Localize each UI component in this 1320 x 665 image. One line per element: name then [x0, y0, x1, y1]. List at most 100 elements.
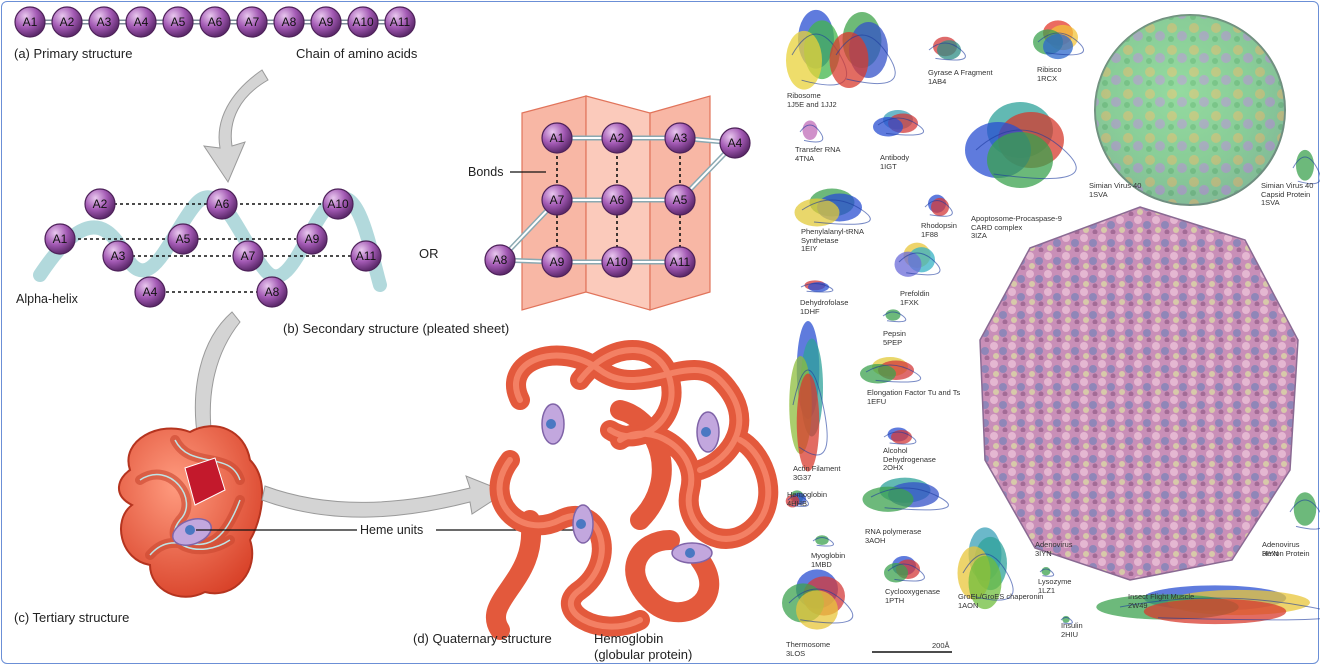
amino-acid-node: A11 — [350, 240, 382, 272]
protein-ribbon-structure — [1033, 20, 1084, 60]
amino-acid-node: A6 — [199, 6, 231, 38]
protein-name-label: Rhodopsin — [921, 221, 957, 230]
amino-acid-node: A8 — [273, 6, 305, 38]
protein-code-label: 1FXK — [900, 298, 919, 307]
amino-acid-node: A1 — [14, 6, 46, 38]
tertiary-structure-label: (c) Tertiary structure — [14, 610, 129, 625]
amino-acid-node: A3 — [88, 6, 120, 38]
protein-code-label: 1DHF — [800, 307, 820, 316]
amino-acid-label: A4 — [143, 285, 158, 299]
protein-code-label: 1MBD — [811, 560, 832, 569]
protein-name-label: Gyrase A Fragment — [928, 68, 994, 77]
protein-code-label: 1SVA — [1089, 190, 1108, 199]
amino-acid-node: A7 — [236, 6, 268, 38]
amino-acid-label: A6 — [610, 193, 625, 207]
amino-acid-label: A2 — [60, 15, 75, 29]
protein-name-label: Prefoldin — [900, 289, 930, 298]
protein-ribbon-structure — [782, 569, 854, 630]
amino-acid-label: A2 — [610, 131, 625, 145]
amino-acid-label: A10 — [606, 255, 628, 269]
protein-ribbon-structure — [800, 280, 834, 293]
protein-code-label: 1RCX — [1037, 74, 1057, 83]
amino-acid-label: A3 — [97, 15, 112, 29]
arrow-primary-to-helix — [202, 69, 269, 184]
protein-ribbon-structure — [862, 477, 949, 512]
protein-name-label: Apoptosome-Procaspase-9 — [971, 214, 1062, 223]
protein-ribbon-structure — [1060, 615, 1073, 625]
amino-acid-node: A4 — [134, 276, 166, 308]
protein-name-label: Elongation Factor Tu and Ts — [867, 388, 961, 397]
amino-acid-label: A6 — [208, 15, 223, 29]
amino-acid-node: A11 — [664, 246, 696, 278]
protein-code-label: 3IYN — [1262, 549, 1279, 558]
amino-acid-label: A4 — [728, 136, 743, 150]
protein-ribbon-structure — [1289, 492, 1320, 530]
protein-ribbon-structure — [1039, 567, 1055, 577]
protein-code-label: CARD complex — [971, 223, 1023, 232]
tertiary-structure-blob — [118, 425, 264, 598]
hemoglobin-quaternary — [485, 340, 779, 640]
primary-structure-label: (a) Primary structure — [14, 46, 132, 61]
protein-name-label: Actin Filament — [793, 464, 841, 473]
amino-acid-node: A9 — [296, 223, 328, 255]
protein-gallery: 200Å — [782, 9, 1320, 653]
protein-code-label: 1SVA — [1261, 198, 1280, 207]
amino-acid-node: A7 — [232, 240, 264, 272]
amino-acid-label: A11 — [390, 15, 411, 29]
protein-code-label: 1PTH — [885, 596, 904, 605]
protein-name-label: Myoglobin — [811, 551, 845, 560]
protein-code-label: 1AON — [958, 601, 978, 610]
protein-code-label: 3LOS — [786, 649, 805, 658]
protein-name-label: Adenovirus — [1262, 540, 1300, 549]
amino-acid-node: A10 — [347, 6, 379, 38]
amino-acid-node: A9 — [541, 246, 573, 278]
protein-name-label: Antibody — [880, 153, 909, 162]
protein-code-label: 5PEP — [883, 338, 902, 347]
protein-name-label: Ribosome — [787, 91, 821, 100]
amino-acid-label: A2 — [93, 197, 108, 211]
protein-code-label: 1EFU — [867, 397, 886, 406]
protein-code-label: 1LZ1 — [1038, 586, 1055, 595]
protein-ribbon-structure — [785, 490, 809, 508]
amino-acid-node: A7 — [541, 184, 573, 216]
protein-code-label: 2W49 — [1128, 601, 1148, 610]
protein-ribbon-structure — [873, 109, 924, 137]
amino-acid-node: A10 — [601, 246, 633, 278]
amino-acid-label: A3 — [111, 249, 126, 263]
protein-code-label: 3IYN — [1035, 549, 1052, 558]
amino-acid-label: A7 — [241, 249, 256, 263]
amino-acid-node: A5 — [664, 184, 696, 216]
amino-acid-node: A11 — [384, 6, 416, 38]
protein-code-label: Capsid Protein — [1261, 190, 1310, 199]
protein-code-label: Dehydrogenase — [883, 455, 936, 464]
chain-of-amino-acids-label: Chain of amino acids — [296, 46, 418, 61]
protein-ribbon-structure — [799, 120, 824, 143]
scale-label: 200Å — [932, 641, 950, 650]
or-label: OR — [419, 246, 439, 261]
amino-acid-node: A1 — [541, 122, 573, 154]
protein-ribbon-structure — [894, 242, 941, 277]
amino-acid-node: A4 — [125, 6, 157, 38]
amino-acid-label: A6 — [215, 197, 230, 211]
amino-acid-node: A8 — [256, 276, 288, 308]
protein-code-label: 2HIU — [1061, 630, 1078, 639]
amino-acid-label: A5 — [673, 193, 688, 207]
protein-ribbon-structure — [789, 321, 828, 472]
protein-name-label: Lysozyme — [1038, 577, 1071, 586]
amino-acid-node: A5 — [162, 6, 194, 38]
heme-group-icons — [541, 403, 720, 564]
protein-code-label: 3IZA — [971, 231, 987, 240]
protein-code-label: 4TNA — [795, 154, 814, 163]
amino-acid-label: A11 — [356, 249, 377, 263]
amino-acid-label: A1 — [550, 131, 565, 145]
protein-code-label: 3G37 — [793, 473, 811, 482]
amino-acid-node: A10 — [322, 188, 354, 220]
amino-acid-node: A6 — [206, 188, 238, 220]
protein-ribbon-structure — [1096, 585, 1320, 625]
amino-acid-node: A1 — [44, 223, 76, 255]
